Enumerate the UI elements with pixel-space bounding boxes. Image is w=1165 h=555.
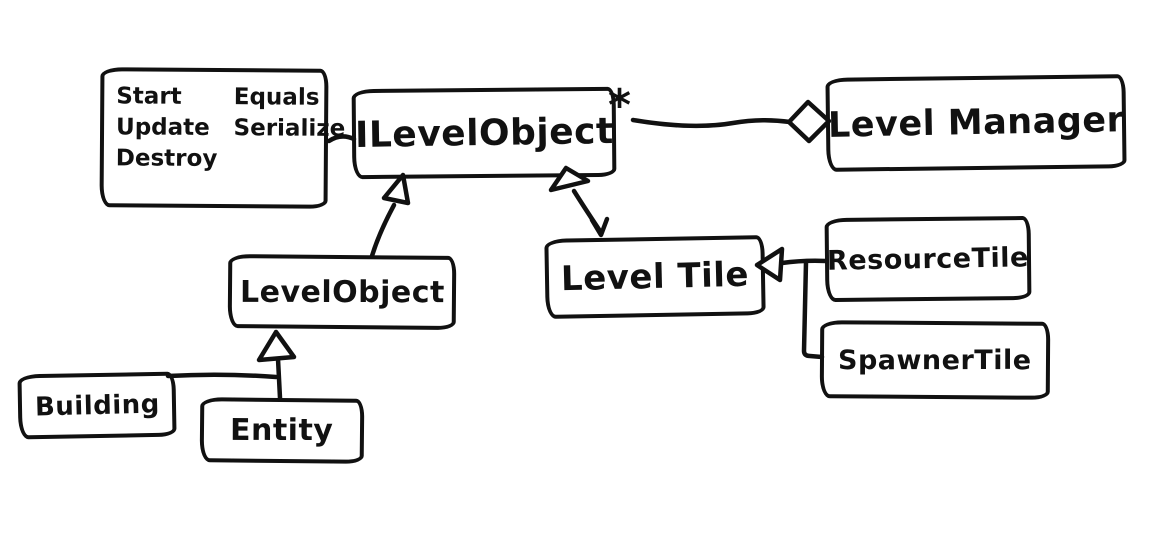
class-label: Building	[34, 388, 160, 423]
methods-note-box: Start Update Destroy Equals Serialize	[99, 67, 345, 209]
class-label: Level Tile	[560, 254, 750, 300]
class-box-ilevelobject: ILevelObject	[351, 86, 617, 180]
realization-line-levelobject	[369, 202, 397, 259]
class-box-resourcetile: ResourceTile	[824, 215, 1032, 303]
class-label: SpawnerTile	[838, 344, 1032, 376]
aggregation-diamond-icon	[786, 99, 832, 144]
method-name: Update	[115, 114, 210, 142]
multiplicity-star-label: *	[608, 80, 632, 131]
inheritance-line-resourcetile	[779, 258, 829, 266]
method-name: Start	[116, 83, 182, 110]
realization-line-leveltile	[571, 188, 603, 234]
methods-note-columns: Start Update Destroy Equals Serialize	[116, 81, 346, 176]
class-label: Level Manager	[827, 100, 1125, 146]
class-box-spawnertile: SpawnerTile	[819, 320, 1051, 400]
methods-note-col2: Equals Serialize	[233, 82, 345, 176]
methods-note-col1: Start Update Destroy	[116, 81, 218, 175]
inheritance-line-building	[165, 372, 279, 380]
inheritance-line-entity	[275, 356, 283, 401]
inheritance-triangle-levelobject-icon	[381, 172, 411, 206]
aggregation-line	[630, 117, 793, 129]
class-label: ILevelObject	[354, 110, 614, 156]
class-box-building: Building	[17, 371, 177, 440]
class-box-levelobject: LevelObject	[227, 254, 457, 330]
arrowhead-down-leveltile-icon	[589, 216, 610, 238]
method-name: Serialize	[233, 115, 346, 142]
class-box-entity: Entity	[199, 397, 365, 464]
class-label: Entity	[230, 412, 334, 449]
method-name: Destroy	[115, 145, 218, 173]
class-label: ResourceTile	[826, 241, 1030, 277]
inheritance-triangle-levelobject-bottom-icon	[256, 329, 297, 363]
method-name: Equals	[233, 84, 320, 111]
class-box-levelmanager: Level Manager	[825, 74, 1127, 172]
class-label: LevelObject	[239, 274, 445, 310]
class-box-leveltile: Level Tile	[544, 235, 766, 319]
